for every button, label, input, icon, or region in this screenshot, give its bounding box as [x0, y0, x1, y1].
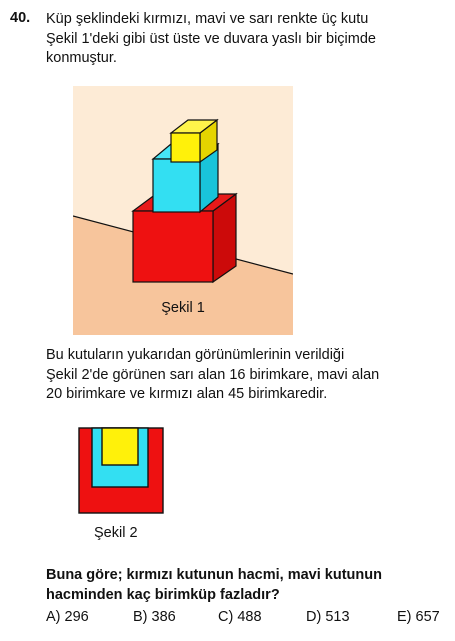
yellow-area	[101, 427, 139, 466]
option-letter: A)	[46, 609, 61, 625]
answer-options: A) 296 B) 386 C) 488 D) 513 E) 657	[46, 609, 446, 629]
answer-option-b[interactable]: B) 386	[133, 609, 176, 625]
option-value: 386	[151, 609, 176, 625]
question-prompt: Buna göre; kırmızı kutunun hacmi, mavi k…	[46, 566, 446, 605]
prompt-line: hacminden kaç birimküp fazladır?	[46, 586, 280, 603]
figure-2	[78, 427, 164, 514]
yellow-cube-front	[170, 132, 201, 163]
intro-line: konmuştur.	[46, 50, 117, 66]
cyan-cube-front	[152, 158, 201, 213]
intro-line: Şekil 1'deki gibi üst üste ve duvara yas…	[46, 30, 376, 47]
red-cube-front	[132, 210, 214, 283]
info-line: Şekil 2'de görünen sarı alan 16 birimkar…	[46, 366, 380, 383]
question-intro: Küp şeklindeki kırmızı, mavi ve sarı ren…	[46, 10, 446, 69]
info-line: Bu kutuların yukarıdan görünümlerinin ve…	[46, 347, 345, 363]
option-letter: D)	[306, 609, 322, 625]
option-value: 513	[325, 609, 350, 625]
figure-1: Şekil 1	[73, 86, 293, 335]
top-view-illustration	[78, 427, 164, 514]
intro-line: Küp şeklindeki kırmızı, mavi ve sarı ren…	[46, 11, 369, 27]
info-line: 20 birimkare ve kırmızı alan 45 birimkar…	[46, 386, 328, 402]
option-letter: C)	[218, 609, 234, 625]
prompt-line: Buna göre; kırmızı kutunun hacmi, mavi k…	[46, 567, 382, 583]
figure-1-caption: Şekil 1	[161, 300, 205, 316]
option-value: 488	[237, 609, 262, 625]
option-value: 657	[415, 609, 440, 625]
question-number: 40.	[10, 10, 31, 26]
option-letter: E)	[397, 609, 412, 625]
question-info: Bu kutuların yukarıdan görünümlerinin ve…	[46, 346, 446, 405]
answer-option-d[interactable]: D) 513	[306, 609, 350, 625]
option-value: 296	[64, 609, 89, 625]
option-letter: B)	[133, 609, 148, 625]
answer-option-e[interactable]: E) 657	[397, 609, 440, 625]
answer-option-a[interactable]: A) 296	[46, 609, 89, 625]
figure-2-caption: Şekil 2	[94, 525, 138, 541]
stacked-cubes-illustration	[73, 86, 293, 335]
answer-option-c[interactable]: C) 488	[218, 609, 262, 625]
